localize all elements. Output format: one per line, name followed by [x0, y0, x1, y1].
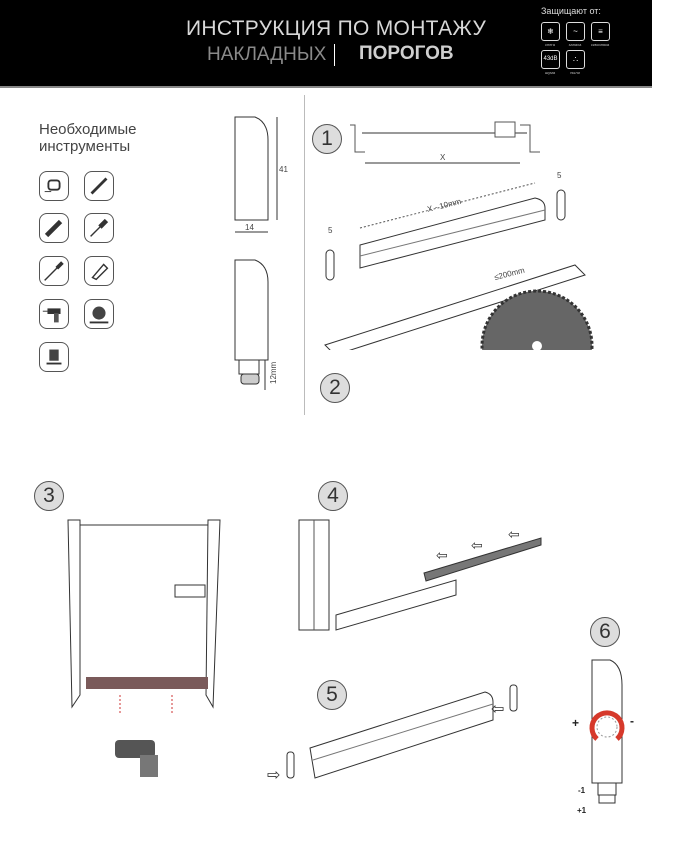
step-3-drawing — [67, 519, 221, 777]
snow-icon: ❄ — [541, 22, 560, 41]
adjust-minus-label: -1 — [578, 786, 586, 795]
x-label: X — [440, 153, 446, 162]
threshold — [86, 677, 208, 689]
protect-label: запаха — [568, 42, 582, 47]
step-5-drawing: ⇦ ⇨ — [267, 684, 518, 784]
arrow-left-icon: ⇦ — [491, 701, 504, 718]
step-1-badge: 1 — [312, 124, 342, 154]
hacksaw-icon — [84, 256, 114, 286]
adjust-plus-label: +1 — [577, 806, 587, 815]
miter-saw-icon — [84, 299, 114, 329]
gap-label-left: 5 — [328, 226, 333, 235]
cut-length-label: X - 10mm — [426, 197, 462, 214]
drill-icon — [39, 299, 69, 329]
protect-label: снега — [544, 42, 556, 47]
step-5-badge: 5 — [317, 680, 347, 710]
step-4-badge: 4 — [318, 481, 348, 511]
tools-title-line1: Необходимые — [39, 121, 137, 138]
protect-label: пыли — [570, 70, 580, 75]
gap-label-right: 5 — [557, 171, 562, 180]
title-line1: ИНСТРУКЦИЯ ПО МОНТАЖУ — [186, 17, 487, 40]
minus-label: - — [630, 714, 634, 728]
arrow-right-icon: ⇨ — [267, 767, 280, 784]
rotate-arrow-icon — [589, 710, 625, 741]
title-separator — [334, 44, 335, 66]
protect-label: сквозняка — [590, 42, 610, 47]
title-line2-bold: ПОРОГОВ — [359, 43, 454, 64]
step-6-badge: 6 — [590, 617, 620, 647]
profile-width-label: 14 — [245, 223, 254, 232]
arrow-left-icon: ⇦ — [508, 526, 520, 542]
draft-icon: ≡ — [591, 22, 610, 41]
header-banner: ИНСТРУКЦИЯ ПО МОНТАЖУ НАКЛАДНЫХ ПОРОГОВ … — [0, 0, 652, 88]
screwdriver-icon — [84, 213, 114, 243]
step-2-drawing: X - 10mm 5 5 ≤200mm — [324, 171, 594, 350]
plus-label: + — [572, 716, 579, 730]
step-6-drawing: + - -1 +1 — [572, 659, 634, 815]
noise-icon: 43dB — [541, 50, 560, 69]
tape-measure-icon — [39, 171, 69, 201]
seal-height-label: 12mm — [269, 361, 278, 384]
awl-icon — [39, 256, 69, 286]
step-1-drawing: X — [350, 121, 540, 164]
arrow-left-icon: ⇦ — [436, 547, 448, 563]
tools-title: Необходимые инструменты — [39, 121, 137, 155]
arrow-left-icon: ⇦ — [471, 537, 483, 553]
smell-icon: ~ — [566, 22, 585, 41]
saw-limit-label: ≤200mm — [493, 266, 526, 282]
protects-title: Защищают от: — [541, 6, 601, 16]
pencil-icon — [84, 171, 114, 201]
router-icon — [39, 342, 69, 372]
step-4-drawing: ⇦ ⇦ ⇦ — [298, 519, 542, 631]
step-3-badge: 3 — [34, 481, 64, 511]
profile-drawing: 41 14 12mm — [234, 116, 288, 390]
profile-height-label: 41 — [279, 165, 288, 174]
protect-label: шума — [544, 70, 556, 75]
dust-icon: ∴ — [566, 50, 585, 69]
title-line2-light: НАКЛАДНЫХ — [207, 44, 327, 65]
tools-title-line2: инструменты — [39, 138, 131, 155]
section-divider — [304, 95, 305, 415]
utility-knife-icon — [39, 213, 69, 243]
step-2-badge: 2 — [320, 373, 350, 403]
